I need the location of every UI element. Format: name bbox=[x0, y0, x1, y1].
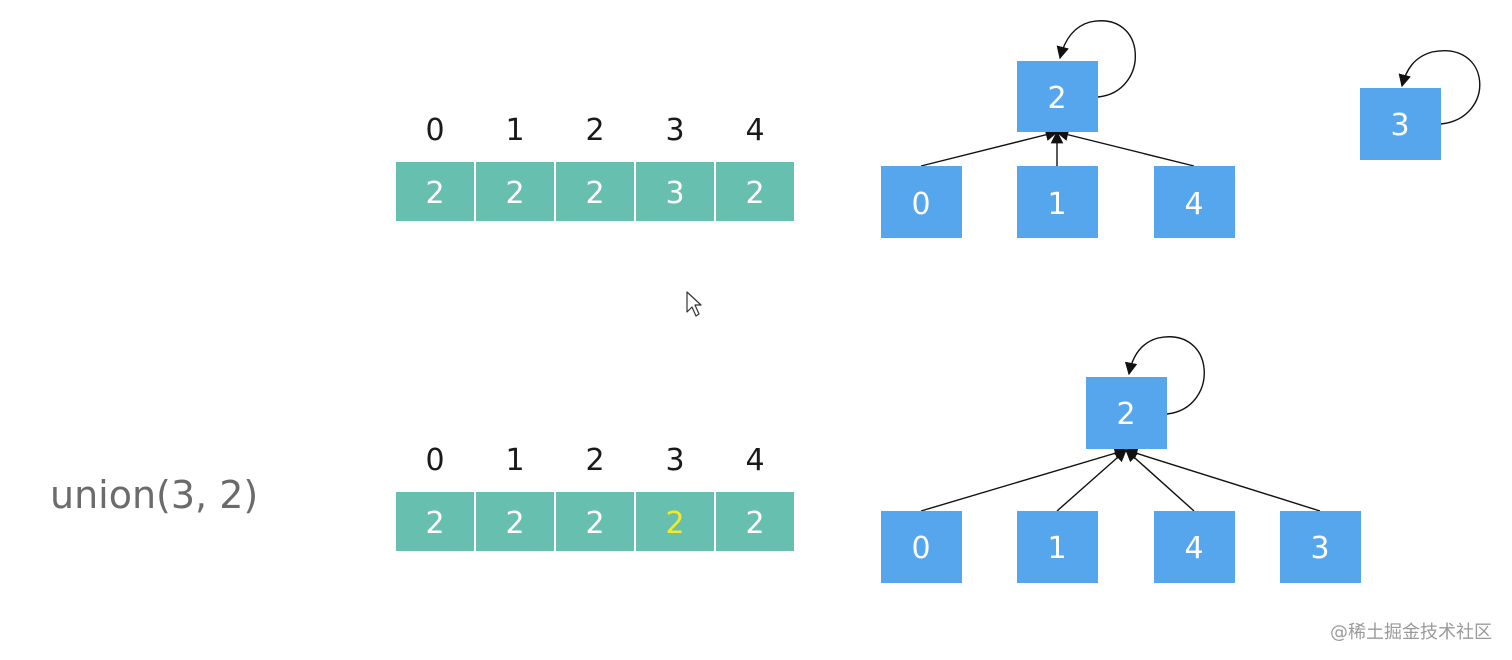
before-cell-value-2: 2 bbox=[585, 176, 604, 211]
after-tree: 2 0 1 4 3 bbox=[881, 336, 1361, 583]
before-node-3-label: 3 bbox=[1390, 108, 1409, 143]
before-index-0: 0 bbox=[425, 113, 444, 148]
after-cells: 2 2 2 2 2 bbox=[396, 492, 794, 551]
after-cell-1 bbox=[476, 492, 554, 551]
after-node-1-label: 1 bbox=[1047, 531, 1066, 566]
after-node-3 bbox=[1280, 511, 1361, 583]
after-edge-0-to-2 bbox=[920, 447, 1128, 512]
before-node-3 bbox=[1360, 88, 1441, 160]
before-index-1: 1 bbox=[505, 113, 524, 148]
before-index-4: 4 bbox=[745, 113, 764, 148]
after-index-4: 4 bbox=[745, 443, 764, 478]
after-cell-3 bbox=[636, 492, 714, 551]
after-self-loop-2 bbox=[1124, 336, 1205, 415]
after-cell-value-2: 2 bbox=[585, 506, 604, 541]
operation-label: union(3, 2) bbox=[50, 473, 258, 517]
before-cell-2 bbox=[556, 162, 634, 221]
after-node-2 bbox=[1086, 377, 1167, 449]
after-node-3-label: 3 bbox=[1310, 531, 1329, 566]
after-node-4-label: 4 bbox=[1184, 531, 1203, 566]
after-cell-value-4: 2 bbox=[745, 506, 764, 541]
after-cell-4 bbox=[716, 492, 794, 551]
before-cell-value-1: 2 bbox=[505, 176, 524, 211]
before-cell-value-4: 2 bbox=[745, 176, 764, 211]
after-cell-2 bbox=[556, 492, 634, 551]
before-node-4 bbox=[1154, 166, 1235, 238]
after-edge-1-to-2 bbox=[1056, 449, 1127, 512]
after-cell-value-1: 2 bbox=[505, 506, 524, 541]
before-index-2: 2 bbox=[585, 113, 604, 148]
before-self-loop-3 bbox=[1398, 50, 1481, 125]
before-node-2-label: 2 bbox=[1047, 81, 1066, 116]
before-edge-4-to-2 bbox=[1055, 128, 1195, 167]
after-cell-0 bbox=[396, 492, 474, 551]
after-index-2: 2 bbox=[585, 443, 604, 478]
before-cell-value-3: 3 bbox=[665, 176, 684, 211]
after-index-3: 3 bbox=[665, 443, 684, 478]
after-edge-4-to-2 bbox=[1125, 449, 1195, 512]
before-node-0-label: 0 bbox=[911, 187, 930, 222]
before-index-row: 0 1 2 3 4 bbox=[425, 113, 764, 148]
before-node-1 bbox=[1017, 166, 1098, 238]
before-tree: 2 3 0 1 4 bbox=[881, 20, 1481, 238]
after-node-1 bbox=[1017, 511, 1098, 583]
before-array: 0 1 2 3 4 2 2 2 3 2 bbox=[396, 113, 794, 221]
after-node-4 bbox=[1154, 511, 1235, 583]
before-cells: 2 2 2 3 2 bbox=[396, 162, 794, 221]
after-index-0: 0 bbox=[425, 443, 444, 478]
mouse-pointer-icon bbox=[686, 291, 702, 317]
before-cell-1 bbox=[476, 162, 554, 221]
before-node-0 bbox=[881, 166, 962, 238]
after-node-2-label: 2 bbox=[1116, 397, 1135, 432]
before-edge-0-to-2 bbox=[920, 128, 1059, 167]
after-array: 0 1 2 3 4 2 2 2 2 2 bbox=[396, 443, 794, 551]
before-node-1-label: 1 bbox=[1047, 187, 1066, 222]
after-cell-value-0: 2 bbox=[425, 506, 444, 541]
before-cell-0 bbox=[396, 162, 474, 221]
after-cell-value-3-changed: 2 bbox=[665, 506, 684, 541]
after-edge-3-to-2 bbox=[1124, 447, 1321, 512]
before-cell-4 bbox=[716, 162, 794, 221]
before-cell-3 bbox=[636, 162, 714, 221]
before-node-4-label: 4 bbox=[1184, 187, 1203, 222]
after-node-0-label: 0 bbox=[911, 531, 930, 566]
after-index-row: 0 1 2 3 4 bbox=[425, 443, 764, 478]
before-node-2 bbox=[1017, 61, 1098, 132]
before-index-3: 3 bbox=[665, 113, 684, 148]
watermark: @稀土掘金技术社区 bbox=[1330, 622, 1492, 643]
before-cell-value-0: 2 bbox=[425, 176, 444, 211]
after-node-0 bbox=[881, 511, 962, 583]
after-index-1: 1 bbox=[505, 443, 524, 478]
before-self-loop-2 bbox=[1056, 20, 1136, 98]
